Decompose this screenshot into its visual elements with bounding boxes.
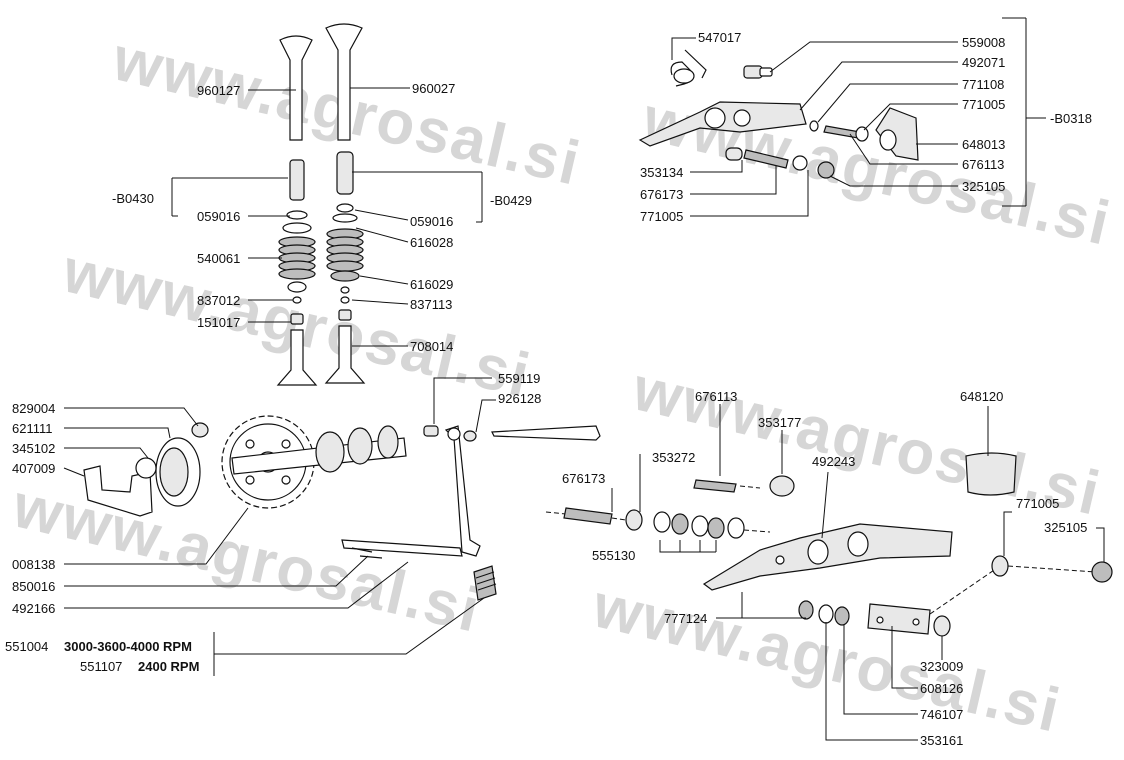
label-353161: 353161	[920, 733, 963, 748]
label-345102: 345102	[12, 441, 55, 456]
label-b0430: -B0430	[112, 191, 154, 206]
lever-assembly-top: 547017 559008 492071 771108 771005 -B031…	[638, 17, 1092, 224]
label-407009: 407009	[12, 461, 55, 476]
watermark-group: www.agrosal.si www.agrosal.si www.agrosa…	[6, 24, 1117, 746]
label-059016-left: 059016	[197, 209, 240, 224]
label-777124: 777124	[664, 611, 707, 626]
label-492243: 492243	[812, 454, 855, 469]
governor-spring	[473, 565, 497, 601]
label-559119: 559119	[498, 371, 540, 386]
valve-spring-right	[326, 228, 364, 272]
label-648013: 648013	[962, 137, 1005, 152]
label-555130: 555130	[592, 548, 635, 563]
label-353134: 353134	[640, 165, 683, 180]
label-708014: 708014	[410, 339, 453, 354]
label-648120: 648120	[960, 389, 1003, 404]
label-551107: 551107	[80, 659, 122, 674]
label-850016: 850016	[12, 579, 55, 594]
label-492166: 492166	[12, 601, 55, 616]
label-325105-top: 325105	[962, 179, 1005, 194]
label-829004: 829004	[12, 401, 55, 416]
label-rpm-2400: 2400 RPM	[138, 659, 199, 674]
label-559008: 559008	[962, 35, 1005, 50]
label-676113-top: 676113	[962, 157, 1004, 172]
label-837113: 837113	[410, 297, 452, 312]
label-151017: 151017	[197, 315, 240, 330]
label-492071: 492071	[962, 55, 1005, 70]
label-676173-top: 676173	[640, 187, 683, 202]
label-771108: 771108	[962, 77, 1004, 92]
label-rpm-3000: 3000-3600-4000 RPM	[64, 639, 192, 654]
label-926128: 926128	[498, 391, 541, 406]
valve-spring-left	[278, 236, 316, 280]
label-551004: 551004	[5, 639, 48, 654]
label-676173-bottom: 676173	[562, 471, 605, 486]
label-771005-bottom: 771005	[1016, 496, 1059, 511]
label-323009: 323009	[920, 659, 963, 674]
camshaft-assembly: 829004 621111 345102 407009 008138 85001…	[12, 401, 409, 616]
lever-assembly-bottom: 676113 353177 648120 353272 492243 67617…	[545, 389, 1113, 748]
label-540061: 540061	[197, 251, 240, 266]
label-616029: 616029	[410, 277, 453, 292]
watermark: www.agrosal.si	[586, 571, 1067, 746]
label-325105-bottom: 325105	[1044, 520, 1087, 535]
label-771005-mid: 771005	[640, 209, 683, 224]
label-616028: 616028	[410, 235, 453, 250]
label-837012: 837012	[197, 293, 240, 308]
label-b0318: -B0318	[1050, 111, 1092, 126]
label-960127: 960127	[197, 83, 240, 98]
valve-assembly: 960127 960027 -B0430 -B0429 059016 05901…	[112, 23, 532, 386]
label-608126: 608126	[920, 681, 963, 696]
label-353272: 353272	[652, 450, 695, 465]
label-771005-top: 771005	[962, 97, 1005, 112]
governor-lever: 559119 926128 551004 3000-3600-4000 RPM …	[5, 371, 601, 676]
label-746107: 746107	[920, 707, 963, 722]
label-676113-bottom: 676113	[695, 389, 737, 404]
label-b0429: -B0429	[490, 193, 532, 208]
label-059016-right: 059016	[410, 214, 453, 229]
label-621111: 621111	[12, 421, 53, 436]
label-353177: 353177	[758, 415, 801, 430]
label-008138: 008138	[12, 557, 55, 572]
label-960027: 960027	[412, 81, 455, 96]
label-547017: 547017	[698, 30, 741, 45]
